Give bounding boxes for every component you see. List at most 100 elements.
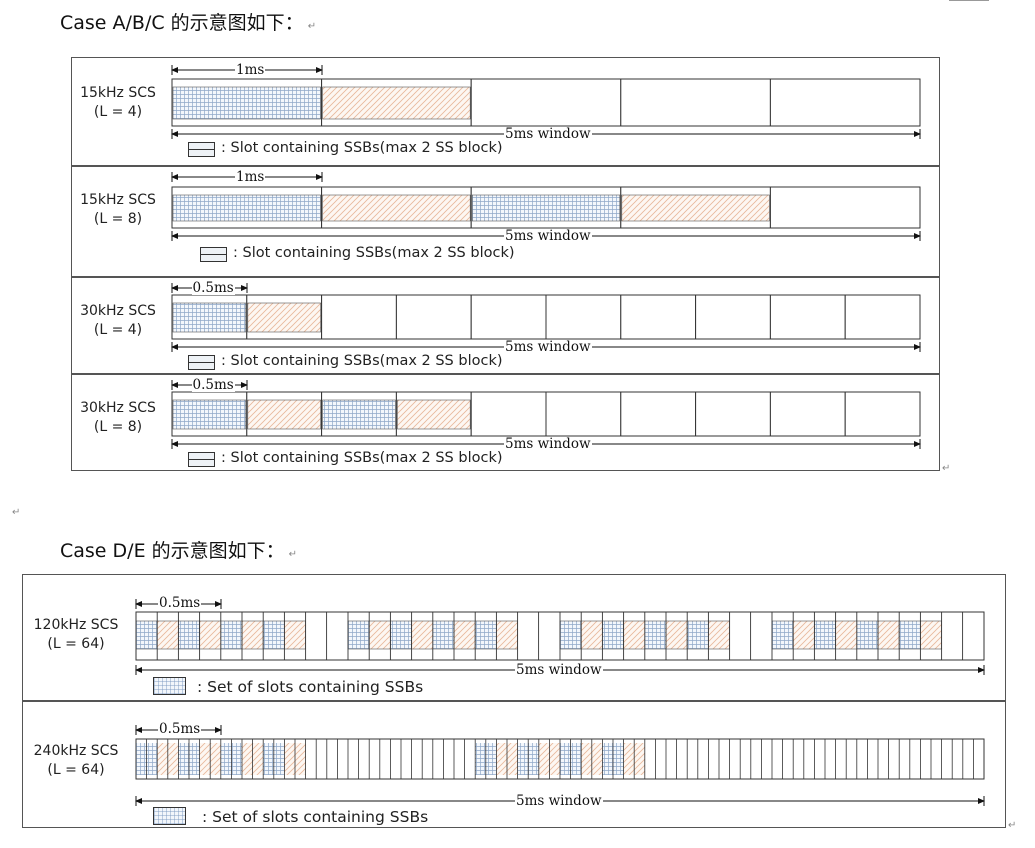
ssb-slot-orange — [591, 743, 603, 775]
abc-timeline-1 — [171, 172, 921, 241]
scs-label-text: 120kHz SCS — [33, 617, 119, 633]
scs-label-text: 30kHz SCS — [80, 400, 156, 416]
ssb-slot-blue — [856, 620, 879, 650]
ssb-count-label: (L = 8) — [93, 211, 143, 227]
ssb-slot-blue — [771, 620, 794, 650]
ssb-slot-orange — [156, 620, 179, 650]
ssb-slot-orange — [538, 743, 550, 775]
page-corner-mark — [949, 0, 989, 1]
slot-frame — [620, 78, 771, 127]
abc-timeline-0 — [171, 65, 921, 139]
return-mark: ↵ — [307, 21, 317, 32]
ssb-slot-orange — [241, 620, 264, 650]
slot-frame — [545, 391, 622, 437]
heading-case-de-text: Case D/E 的示意图如下： — [60, 540, 285, 562]
ssb-slot-blue — [172, 399, 247, 430]
ssb-slot-orange — [210, 743, 221, 775]
ssb-slot-orange — [496, 620, 518, 650]
ssb-slot-blue — [262, 620, 285, 650]
ssb-slot-orange — [199, 743, 211, 775]
legend-label: : Set of slots containing SSBs — [197, 678, 424, 696]
ssb-count-label: (L = 4) — [93, 322, 143, 338]
ssb-slot-blue — [146, 743, 158, 775]
scs-label: 15kHz SCS(L = 8) — [72, 191, 164, 229]
ssb-slot-orange — [634, 743, 645, 775]
ssb-slot-orange — [665, 620, 688, 650]
ssb-slot-blue — [814, 620, 836, 650]
slot-frame — [769, 78, 921, 127]
window-label: 5ms window — [504, 126, 592, 142]
legend-swatch — [188, 355, 215, 370]
ssb-slot-blue — [570, 743, 582, 775]
ssb-slot-blue — [273, 743, 285, 775]
ssb-slot-orange — [581, 743, 592, 775]
scs-label-text: 30kHz SCS — [80, 303, 156, 319]
slot-frame — [769, 186, 921, 229]
window-label: 5ms window — [515, 793, 603, 809]
ssb-slot-orange — [295, 743, 306, 775]
legend-swatch — [153, 677, 186, 695]
slot-frame — [769, 294, 846, 340]
ssb-slot-blue — [135, 620, 158, 650]
scs-label: 30kHz SCS(L = 8) — [72, 399, 164, 437]
ssb-slot-orange — [242, 743, 253, 775]
slot-frame — [695, 391, 771, 437]
legend-label: : Set of slots containing SSBs — [202, 808, 429, 826]
slot-frame — [395, 294, 472, 340]
ssb-slot-blue — [178, 743, 189, 775]
return-mark: ↵ — [288, 549, 298, 560]
ssb-slot-blue — [390, 620, 412, 650]
ssb-slot-blue — [220, 620, 243, 650]
legend-swatch — [188, 452, 215, 467]
duration-label: 0.5ms — [158, 721, 202, 737]
ssb-slot-blue — [602, 620, 624, 650]
scs-label-text: 15kHz SCS — [80, 85, 156, 101]
heading-case-de: Case D/E 的示意图如下：↵ — [60, 536, 297, 563]
ssb-slot-orange — [252, 743, 264, 775]
ssb-slot-orange — [549, 743, 560, 775]
row-divider — [71, 165, 940, 167]
slot-frame — [620, 391, 697, 437]
legend-swatch — [153, 807, 186, 825]
ssb-slot-blue — [178, 620, 200, 650]
slot-frame — [620, 294, 697, 340]
legend-label: : Slot containing SSBs(max 2 SS block) — [221, 140, 503, 156]
ssb-slot-orange — [623, 620, 646, 650]
ssb-slot-orange — [877, 620, 900, 650]
ssb-slot-blue — [172, 86, 321, 120]
de-timeline-0 — [135, 599, 985, 675]
slot-frame — [844, 391, 921, 437]
slot-frame — [470, 78, 622, 127]
ssb-slot-orange — [284, 743, 295, 775]
ssb-slot-orange — [835, 620, 858, 650]
ssb-slot-orange — [397, 399, 471, 430]
scs-label: 120kHz SCS(L = 64) — [22, 616, 130, 654]
ssb-slot-blue — [517, 743, 529, 775]
legend-label: : Slot containing SSBs(max 2 SS block) — [233, 245, 515, 261]
ssb-slot-blue — [172, 302, 247, 333]
ssb-slot-blue — [559, 620, 582, 650]
return-mark: ↵ — [12, 507, 21, 518]
ssb-slot-blue — [485, 743, 497, 775]
ssb-slot-orange — [322, 194, 471, 222]
slot-frame — [470, 294, 547, 340]
scs-label: 15kHz SCS (L = 4) — [72, 84, 164, 122]
duration-label: 1ms — [235, 169, 266, 185]
ssb-slot-orange — [368, 620, 391, 650]
ssb-slot-blue — [602, 743, 613, 775]
ssb-slot-blue — [528, 743, 539, 775]
window-label: 5ms window — [504, 436, 592, 452]
ssb-slot-orange — [411, 620, 434, 650]
legend-label: : Slot containing SSBs(max 2 SS block) — [221, 353, 503, 369]
legend-swatch — [188, 142, 215, 157]
ssb-count-label: (L = 4) — [93, 104, 143, 120]
ssb-slot-orange — [247, 302, 321, 333]
ssb-slot-orange — [284, 620, 306, 650]
window-label: 5ms window — [504, 228, 592, 244]
ssb-count-label: (L = 64) — [47, 762, 105, 778]
ssb-slot-blue — [189, 743, 200, 775]
ssb-slot-orange — [708, 620, 730, 650]
slot-frame — [769, 391, 846, 437]
scs-label: 30kHz SCS (L = 4) — [72, 302, 164, 340]
ssb-slot-blue — [172, 194, 321, 222]
